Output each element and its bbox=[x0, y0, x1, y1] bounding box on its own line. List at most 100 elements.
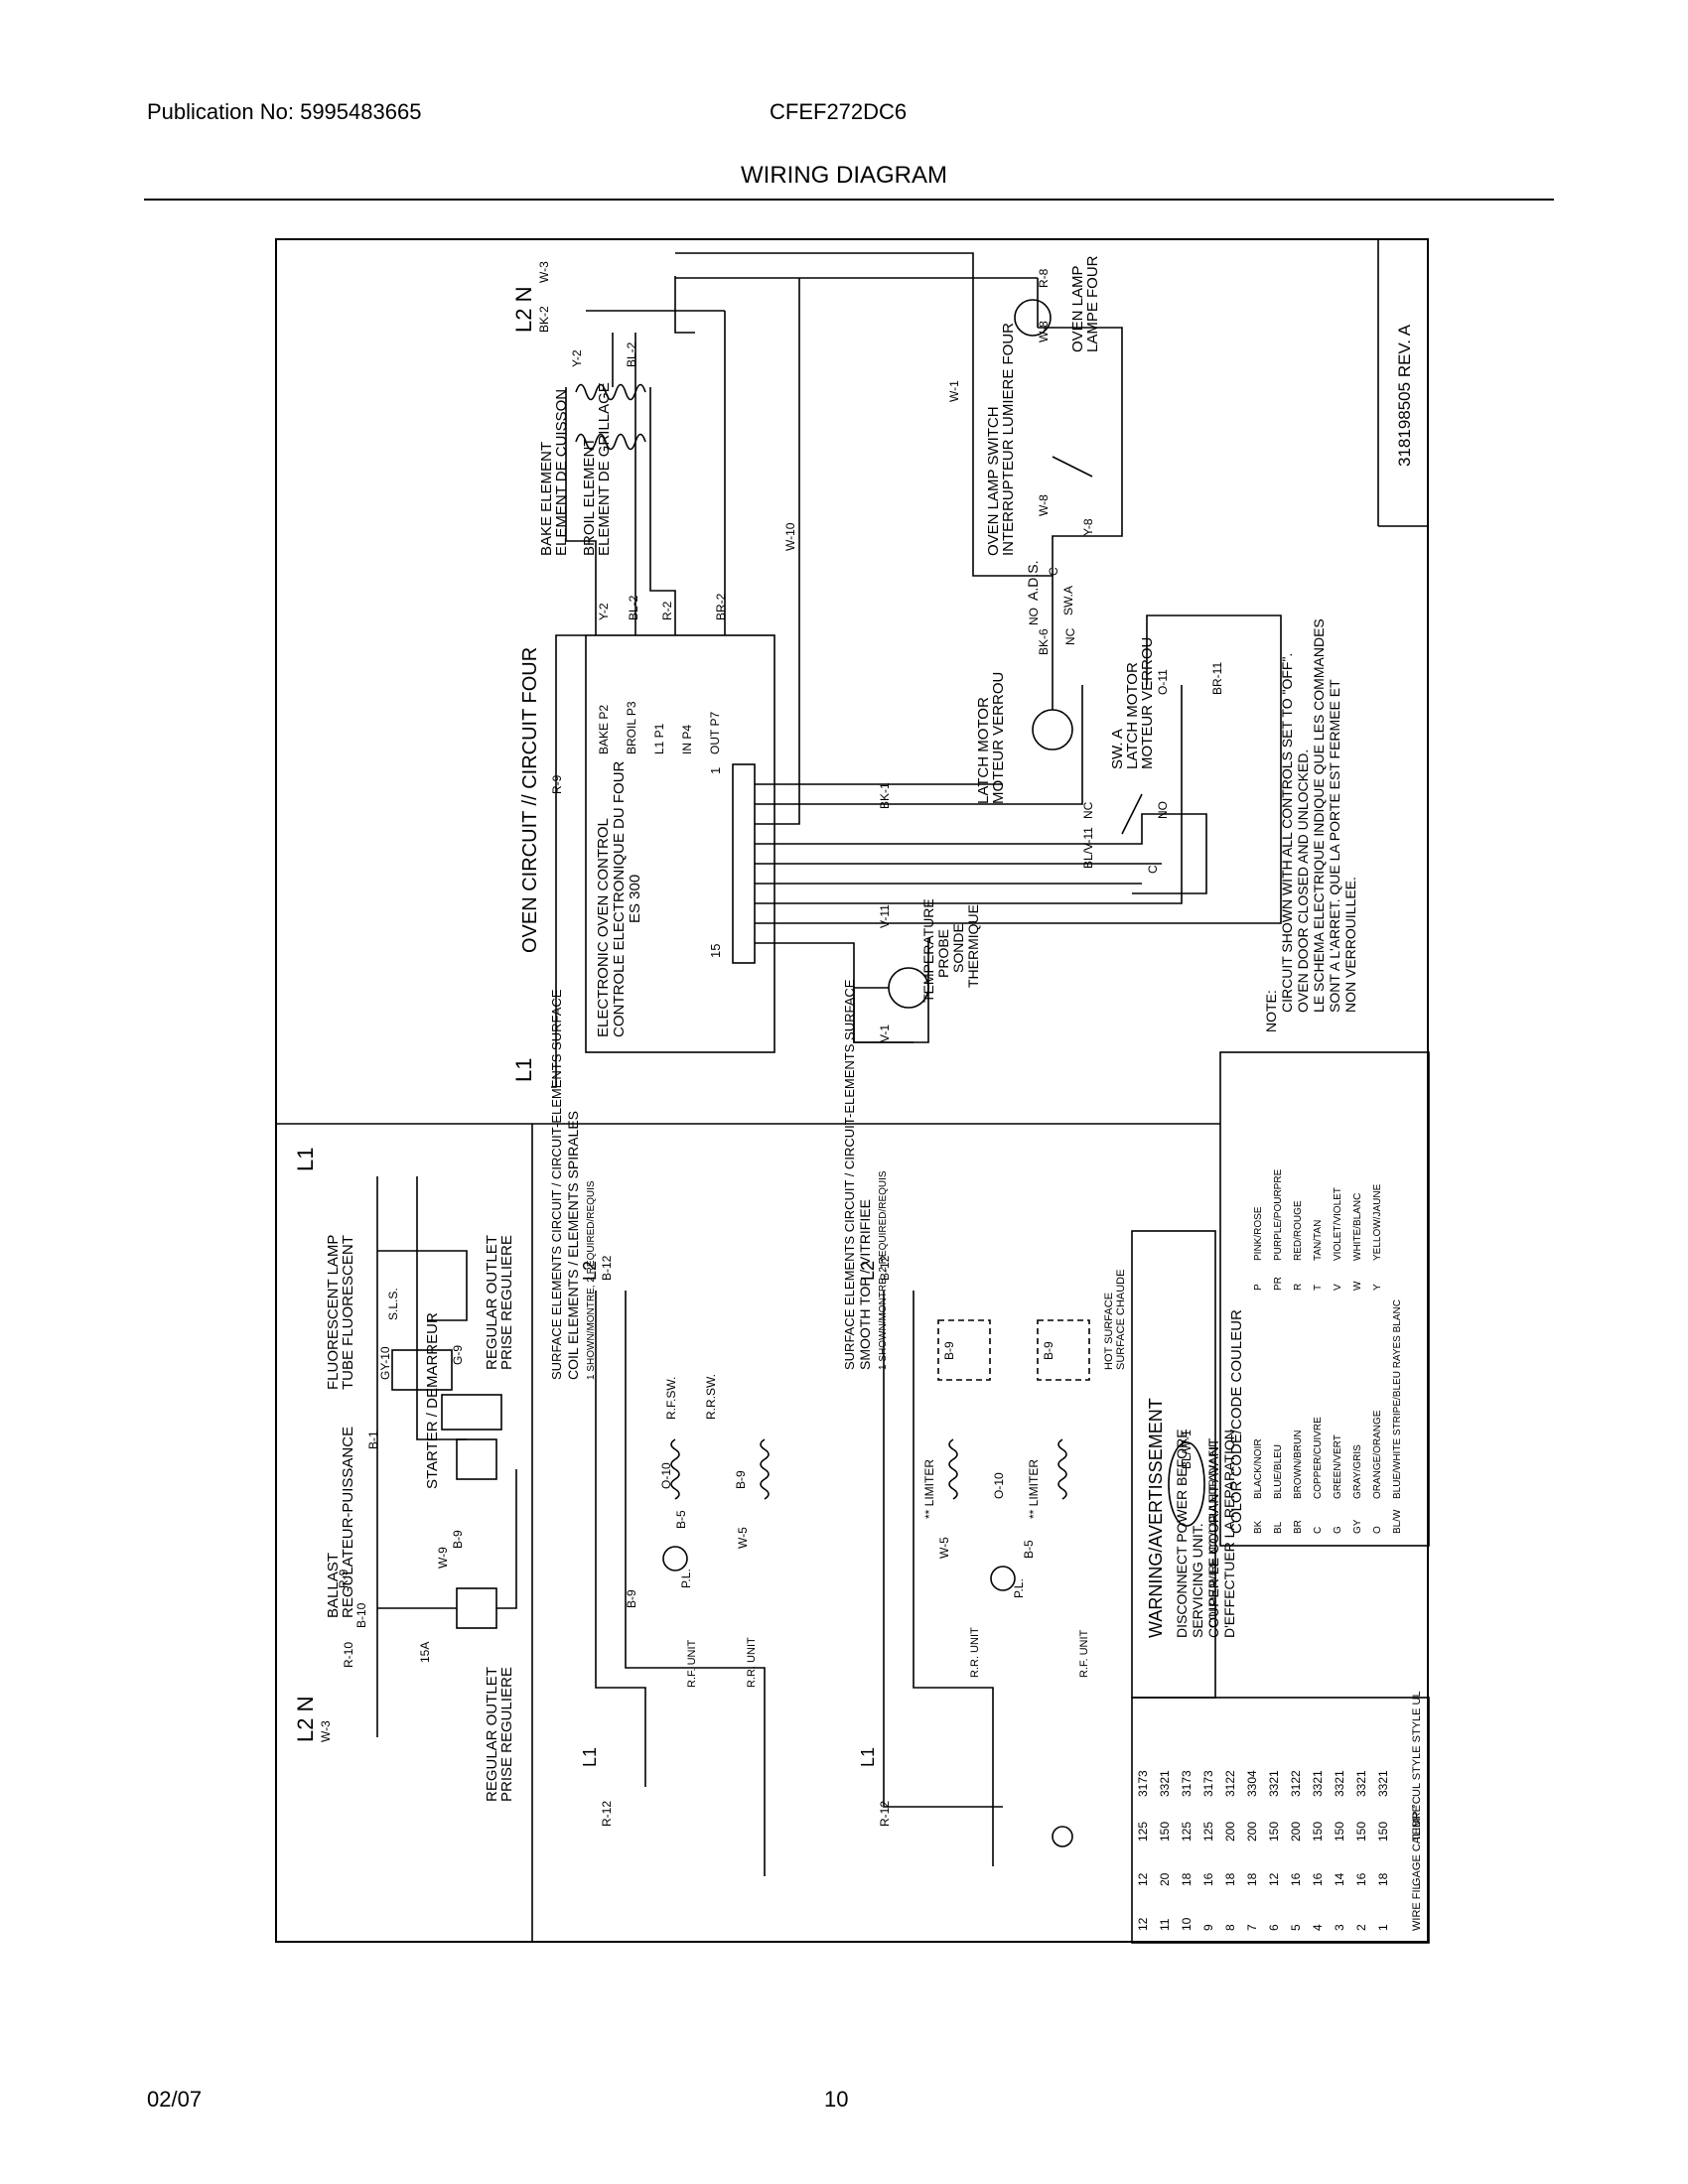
lamp-l1-label: L1 bbox=[293, 1148, 318, 1171]
wire-table-cell: 3173 bbox=[1201, 1770, 1215, 1797]
color-code-name: BLUE/BLEU bbox=[1273, 1444, 1284, 1499]
temp-probe-label: SONDE bbox=[950, 923, 966, 973]
wire-label: B-12 bbox=[878, 1255, 892, 1281]
wire-label: O-10 bbox=[659, 1462, 673, 1489]
color-code-name: BLACK/NOIR bbox=[1253, 1438, 1264, 1499]
wire-label: O-10 bbox=[992, 1472, 1006, 1499]
wire-label: W-5 bbox=[937, 1537, 951, 1559]
wire-table-cell: 14 bbox=[1333, 1872, 1346, 1886]
note-text: CIRCUIT SHOWN WITH ALL CONTROLS SET TO "… bbox=[1279, 653, 1295, 1013]
ads-label: A.D.S. bbox=[1025, 561, 1041, 601]
wire-table-cell: 3321 bbox=[1376, 1770, 1390, 1797]
limiter-box bbox=[937, 1319, 991, 1381]
broil-element-label: BROIL ELEMENT bbox=[581, 438, 598, 556]
latch-motor-icon bbox=[1032, 709, 1073, 751]
sw-label: SW.A bbox=[1061, 586, 1075, 615]
color-code-name: WHITE/BLANC bbox=[1352, 1193, 1363, 1261]
coil-l2-label: L2 bbox=[580, 1261, 600, 1281]
wire-label: BR-11 bbox=[1210, 662, 1224, 695]
color-code-abbr: V bbox=[1333, 1284, 1343, 1291]
wire-table-header: GAGE CALIBRE bbox=[1411, 1805, 1423, 1886]
wire-table-cell: 150 bbox=[1311, 1822, 1325, 1842]
wire-table-cell: 16 bbox=[1201, 1872, 1215, 1886]
wire-table-cell: 3321 bbox=[1267, 1770, 1281, 1797]
wire-label: R-12 bbox=[878, 1801, 892, 1827]
wire-table-cell: 18 bbox=[1376, 1872, 1390, 1886]
footer-date: 02/07 bbox=[147, 2087, 203, 2112]
wire-table-cell: 7 bbox=[1245, 1924, 1259, 1931]
model-number: CFEF272DC6 bbox=[770, 99, 908, 124]
wire-table-cell: 150 bbox=[1158, 1822, 1172, 1842]
wire-label: BL-2 bbox=[627, 595, 640, 620]
regular-outlet-icon bbox=[456, 1438, 497, 1480]
wire-table-cell: 3321 bbox=[1311, 1770, 1325, 1797]
oven-lamp-switch-label: INTERRUPTEUR LUMIERE FOUR bbox=[1000, 323, 1017, 556]
limiter-label: ** LIMITER bbox=[922, 1459, 936, 1519]
limiter-box bbox=[1037, 1319, 1090, 1381]
color-code-abbr: Y bbox=[1372, 1284, 1383, 1291]
wire-r2 bbox=[649, 387, 676, 635]
wire-table-cell: 200 bbox=[1223, 1822, 1237, 1842]
fluorescent-lamp-label: TUBE FLUORESCENT bbox=[340, 1235, 356, 1390]
temp-probe-label: THERMIQUE bbox=[965, 904, 981, 988]
temp-probe-label: TEMPERATURE bbox=[920, 898, 936, 1003]
warning-text: COUPER LE COURANT AVANT bbox=[1205, 1437, 1221, 1638]
harness-wire bbox=[755, 685, 1083, 805]
color-code-name: GRAY/GRIS bbox=[1352, 1444, 1363, 1499]
wire-table-cell: 5 bbox=[1289, 1924, 1303, 1931]
wire-table-cell: 16 bbox=[1289, 1872, 1303, 1886]
sw-a-label: SW. A bbox=[1109, 729, 1126, 769]
wire-label: B-12 bbox=[600, 1255, 614, 1281]
wire-label: G-9 bbox=[451, 1345, 465, 1365]
warning-title: WARNING/AVERTISSEMENT bbox=[1146, 1398, 1166, 1638]
control-pin-label: L1 P1 bbox=[652, 723, 666, 754]
coil-title: 1 SHOWN/MONTRE, 2 REQUIRED/REQUIS bbox=[586, 1180, 597, 1380]
wire-label: B-5 bbox=[674, 1510, 688, 1529]
harness-wire bbox=[755, 813, 1207, 894]
wire-label: B-9 bbox=[734, 1470, 748, 1489]
contact-label: C bbox=[1146, 865, 1160, 874]
wire-label: Y-8 bbox=[1081, 518, 1095, 536]
wire-table-cell: 200 bbox=[1289, 1822, 1303, 1842]
wire-label: R-2 bbox=[660, 601, 674, 620]
oven-control-label: ELECTRONIC OVEN CONTROL bbox=[595, 818, 612, 1037]
wire-table-cell: 3321 bbox=[1158, 1770, 1172, 1797]
starter-icon bbox=[441, 1394, 502, 1431]
rf-unit-element-coil bbox=[670, 1438, 680, 1500]
regular-outlet-label: REGULAR OUTLET bbox=[484, 1235, 500, 1370]
wire-label: R-12 bbox=[600, 1801, 614, 1827]
wire-table-cell: 12 bbox=[1267, 1872, 1281, 1886]
wire-table-cell: 20 bbox=[1158, 1872, 1172, 1886]
oven-control-label: ES 300 bbox=[627, 875, 643, 923]
wire-label: W-3 bbox=[537, 261, 551, 283]
color-code-name: TAN/TAN bbox=[1313, 1220, 1324, 1261]
wire-table bbox=[1131, 1697, 1430, 1944]
warning-text: D'EFFECTUER LA REPARATION. bbox=[1221, 1426, 1237, 1638]
wire-label: W-5 bbox=[736, 1527, 750, 1549]
sw-a-label: MOTEUR VERROU bbox=[1139, 637, 1156, 769]
color-code-name: COPPER/CUIVRE bbox=[1313, 1417, 1324, 1499]
color-code-name: BROWN/BRUN bbox=[1293, 1431, 1304, 1499]
control-pin-label: BROIL P3 bbox=[625, 701, 638, 754]
switch-label: R.F.SW. bbox=[664, 1377, 678, 1420]
unit-label: R.F. UNIT bbox=[686, 1639, 698, 1688]
lamp-wire bbox=[496, 1469, 517, 1609]
color-code-abbr: PR bbox=[1273, 1277, 1284, 1291]
oven-lamp-label: LAMPE FOUR bbox=[1084, 255, 1101, 352]
smooth-title: 1 SHOWN/MONTRE, 2 REQUIRED/REQUIS bbox=[878, 1170, 889, 1370]
wire-table-cell: 3 bbox=[1333, 1924, 1346, 1931]
color-code-abbr: BL bbox=[1273, 1521, 1284, 1534]
wire-table-cell: 3321 bbox=[1354, 1770, 1368, 1797]
wire-l1 bbox=[551, 634, 586, 1088]
oven-l1-label: L1 bbox=[511, 1058, 536, 1082]
warning-text: SERVICING UNIT. bbox=[1190, 1523, 1205, 1638]
rr-smooth-element-coil bbox=[948, 1438, 958, 1500]
color-code-name: PURPLE/POURPRE bbox=[1273, 1168, 1284, 1261]
wire-label: R-10 bbox=[342, 1642, 355, 1668]
wire-label: Y-2 bbox=[570, 349, 584, 367]
ballast-label: REGULATEUR-PUISSANCE bbox=[340, 1427, 356, 1618]
hot-surface-label: HOT SURFACE bbox=[1103, 1293, 1115, 1370]
color-code-abbr: W bbox=[1352, 1281, 1363, 1291]
color-code-abbr: BR bbox=[1293, 1520, 1304, 1534]
wire-table-cell: 9 bbox=[1201, 1924, 1215, 1931]
